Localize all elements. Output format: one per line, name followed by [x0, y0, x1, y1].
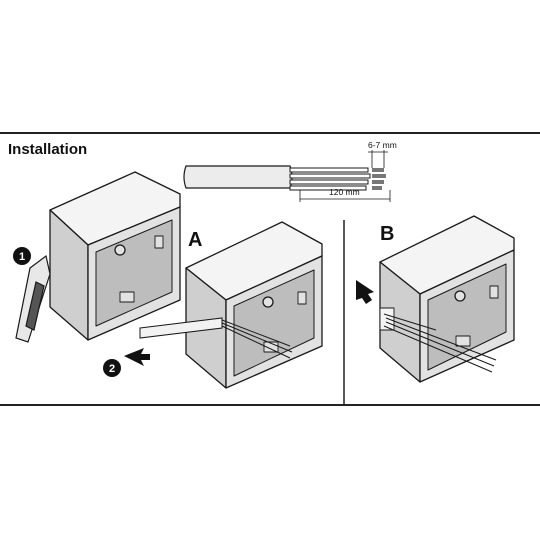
utility-knife-icon	[15, 254, 51, 343]
junction-box-left	[49, 171, 181, 341]
strip-length-label: 6-7 mm	[368, 140, 397, 150]
label-b: B	[380, 223, 394, 245]
cable-into-box-a	[139, 317, 293, 359]
junction-box-b	[379, 215, 515, 383]
junction-box-a	[185, 221, 323, 389]
cable-into-box-b	[383, 313, 497, 373]
svg-text:2: 2	[109, 363, 115, 375]
section-title: Installation	[8, 141, 87, 158]
push-arrow-icon	[124, 348, 150, 366]
step-1-badge	[13, 247, 31, 265]
sheath-length-label: 120 mm	[329, 187, 360, 197]
step-2-badge	[103, 359, 121, 377]
cable-icon	[183, 165, 293, 189]
push-arrow-b-icon	[356, 280, 374, 304]
svg-text:1: 1	[19, 251, 25, 263]
cable-strip-diagram: 6-7 mm 120 mm	[183, 140, 397, 202]
label-a: A	[188, 229, 202, 251]
installation-panel: Installation 6-7 mm 120 mm	[0, 132, 540, 406]
